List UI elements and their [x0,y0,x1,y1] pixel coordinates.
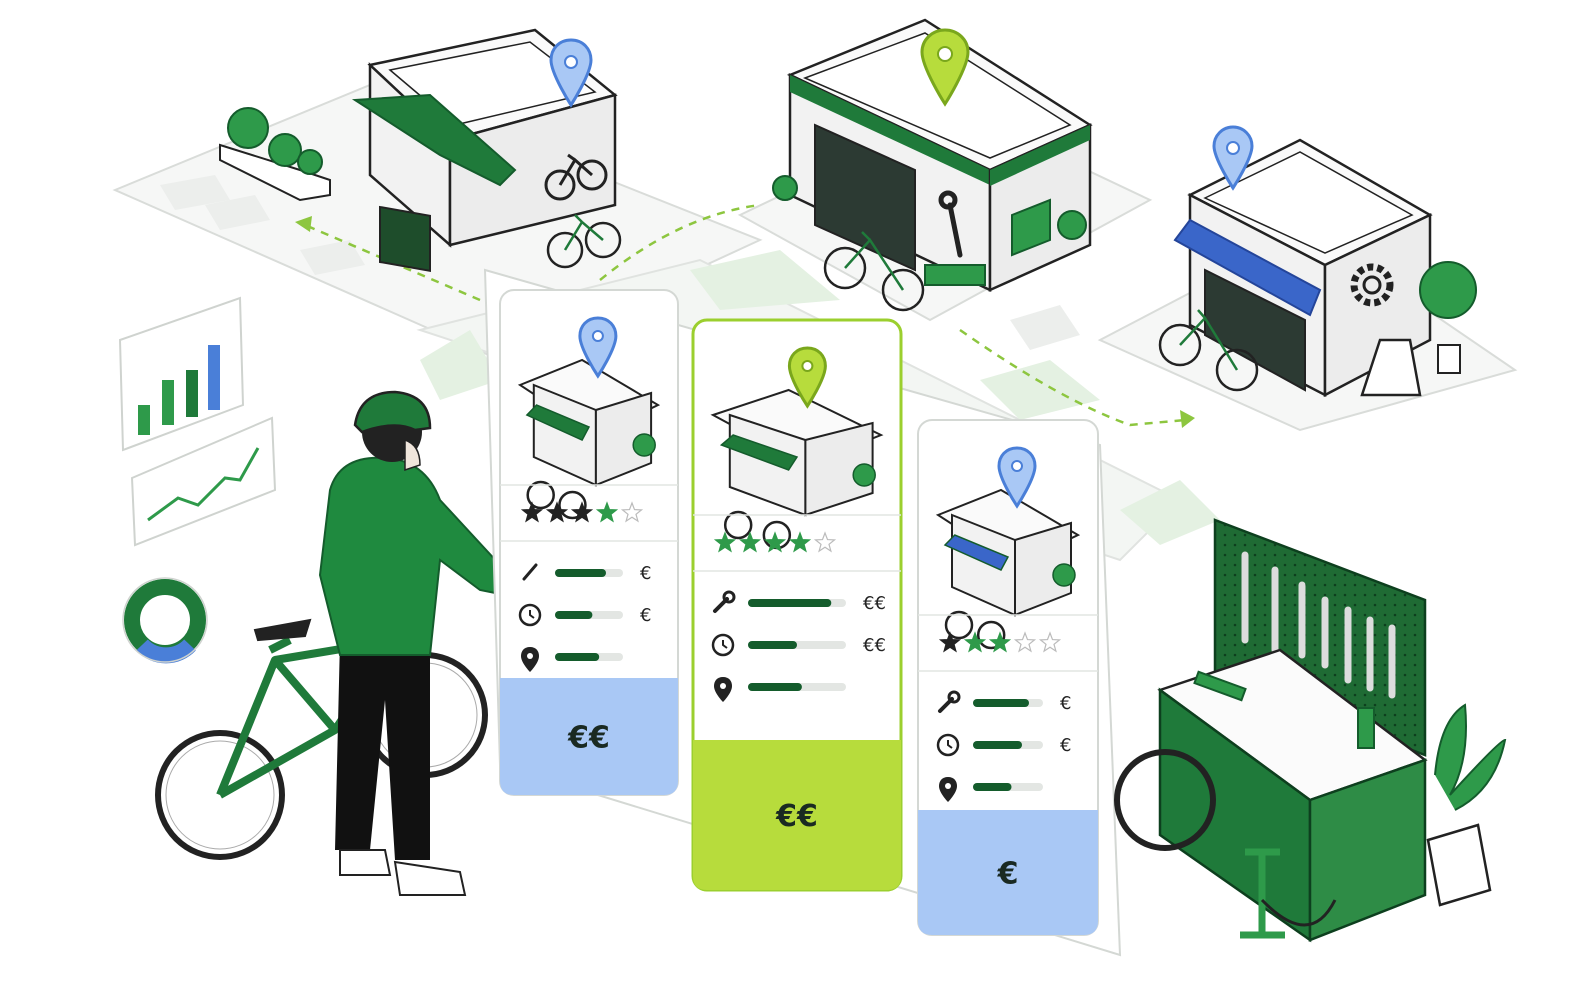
route-arrow-left [295,216,312,232]
location-icon [939,777,957,802]
location-icon [521,647,539,672]
metric-bar-fill [748,641,797,649]
star-icon [570,501,594,523]
bike-shop-building-1[interactable] [219,28,622,272]
star-icon [595,501,619,523]
price-footer[interactable] [693,740,901,890]
metric-bar-fill [555,653,600,661]
wrench-icon [938,690,961,713]
location-pin-icon [578,316,618,379]
price-level-label: €€ [775,799,818,834]
star-icon [620,501,644,523]
parked-bicycle [1158,309,1259,392]
metric-price-level: € [1060,693,1071,714]
star-icon [520,501,544,523]
metric-bar-fill [973,699,1029,707]
gear-icon [1350,263,1394,307]
wrench-icon [713,590,736,613]
location-pin-icon [549,38,593,108]
price-footer[interactable] [500,678,678,795]
repair-workshop-building-2[interactable] [772,18,1093,312]
star-icon [1038,631,1062,653]
rating-hand-icon [522,563,538,581]
metric-price-level: € [640,563,651,584]
metric-bar-fill [973,783,1012,791]
shop-card-1[interactable]: €€€€ [499,289,679,796]
shop-card-3[interactable]: € € € [917,419,1099,936]
star-icon [763,531,787,553]
tool-workbench [1114,518,1507,943]
route-arrow-right [1180,410,1195,428]
star-icon [713,531,737,553]
bike-service-building-3[interactable] [1158,138,1477,398]
star-icon [1013,631,1037,653]
metric-price-level: €€ [863,593,886,614]
star-icon [738,531,762,553]
star-icon [988,631,1012,653]
metric-price-level: €€ [863,635,886,656]
shop-thumbnail [935,488,1081,650]
location-icon [714,677,732,702]
parked-bicycle [546,214,622,269]
location-pin-icon [1212,125,1254,191]
star-icon [813,531,837,553]
shop-thumbnail [517,358,661,520]
metric-bar-fill [555,569,606,577]
bicycle-icon [544,153,608,201]
metric-price-level: € [640,605,651,626]
star-icon [938,631,962,653]
metric-bar-fill [748,683,802,691]
star-icon [788,531,812,553]
bar-chart-widget [118,296,245,452]
green-bicycle [155,618,488,860]
location-pin-icon [787,346,827,409]
metric-price-level: € [1060,735,1071,756]
clock-icon [711,633,735,657]
price-level-label: € [997,857,1019,892]
clock-icon [518,603,542,627]
clock-icon [936,733,960,757]
shop-thumbnail [710,388,884,550]
parked-bicycle [823,231,925,312]
price-level-label: €€ [567,721,610,756]
location-pin-icon [920,28,970,107]
price-footer[interactable] [918,810,1098,935]
wrench-icon [938,190,963,258]
donut-chart-widget [122,577,208,664]
metric-bar-fill [555,611,593,619]
line-chart-widget [130,416,277,547]
cyclist-person [318,390,542,896]
metric-bar-fill [748,599,832,607]
location-pin-icon [997,446,1037,509]
star-icon [545,501,569,523]
star-icon [963,631,987,653]
shop-card-2[interactable]: €€ €€ €€ [691,318,903,892]
metric-bar-fill [973,741,1022,749]
